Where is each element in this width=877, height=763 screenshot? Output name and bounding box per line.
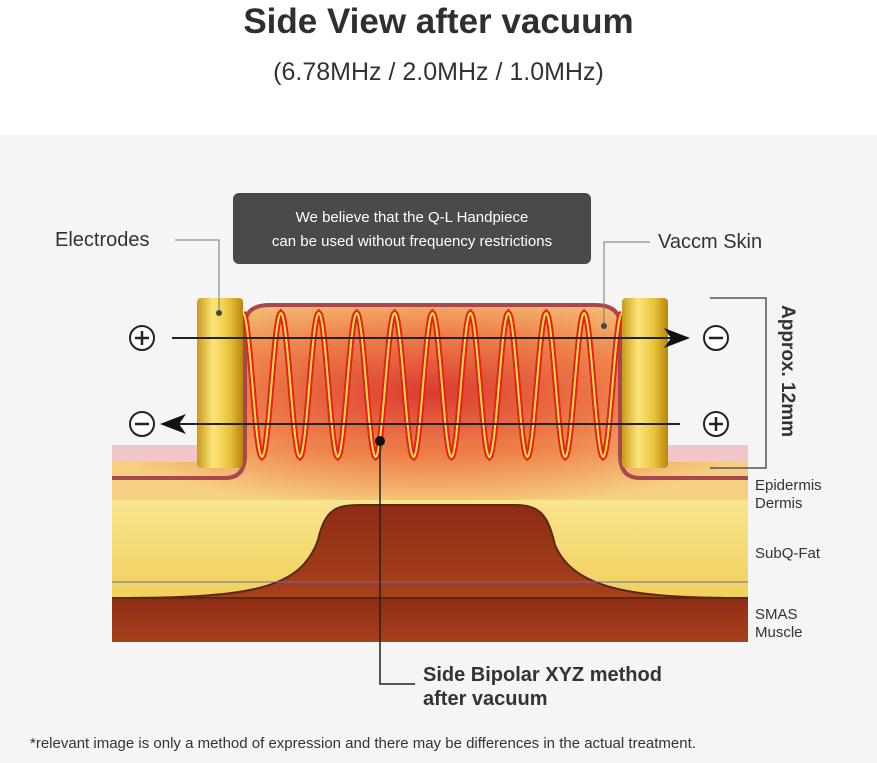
vacuum-skin-label: Vaccm Skin — [658, 231, 762, 253]
depth-label: Approx. 12mm — [777, 305, 798, 437]
muscle-bump — [111, 504, 749, 599]
minus-icon — [703, 325, 729, 351]
page-subtitle: (6.78MHz / 2.0MHz / 1.0MHz) — [273, 58, 604, 86]
leader-dot — [601, 323, 607, 329]
electrodes-label: Electrodes — [55, 229, 150, 251]
muscle-layer — [112, 598, 748, 642]
subq-fat-label: SubQ-Fat — [755, 545, 821, 562]
vacuum-skin-leader — [603, 241, 650, 325]
method-leader — [379, 442, 415, 685]
plus-icon — [129, 325, 155, 351]
depth-bracket — [710, 297, 767, 469]
vacuum-skin-outline — [112, 303, 748, 480]
tooltip-box — [233, 193, 591, 264]
rf-wave-core — [242, 311, 623, 459]
epidermis-label: Epidermis — [755, 477, 822, 494]
left-electrode — [197, 298, 243, 468]
dermis-label: Dermis — [755, 495, 803, 512]
right-electrode — [622, 298, 668, 468]
plus-icon — [703, 411, 729, 437]
method-label-line2: after vacuum — [423, 688, 548, 710]
page-title: Side View after vacuum — [243, 2, 634, 41]
electrodes-leader — [175, 239, 220, 312]
smas-label: SMAS — [755, 606, 798, 623]
minus-icon — [129, 411, 155, 437]
arrowhead-right — [664, 328, 690, 348]
tooltip-line1: We believe that the Q-L Handpiece — [296, 209, 529, 226]
leader-dot — [216, 310, 222, 316]
tooltip-line2: can be used without frequency restrictio… — [272, 233, 552, 250]
arrowhead-left — [160, 414, 186, 434]
footnote: *relevant image is only a method of expr… — [30, 735, 696, 752]
method-label-line1: Side Bipolar XYZ method — [423, 664, 662, 686]
muscle-label: Muscle — [755, 624, 803, 641]
leader-dot — [375, 436, 385, 446]
